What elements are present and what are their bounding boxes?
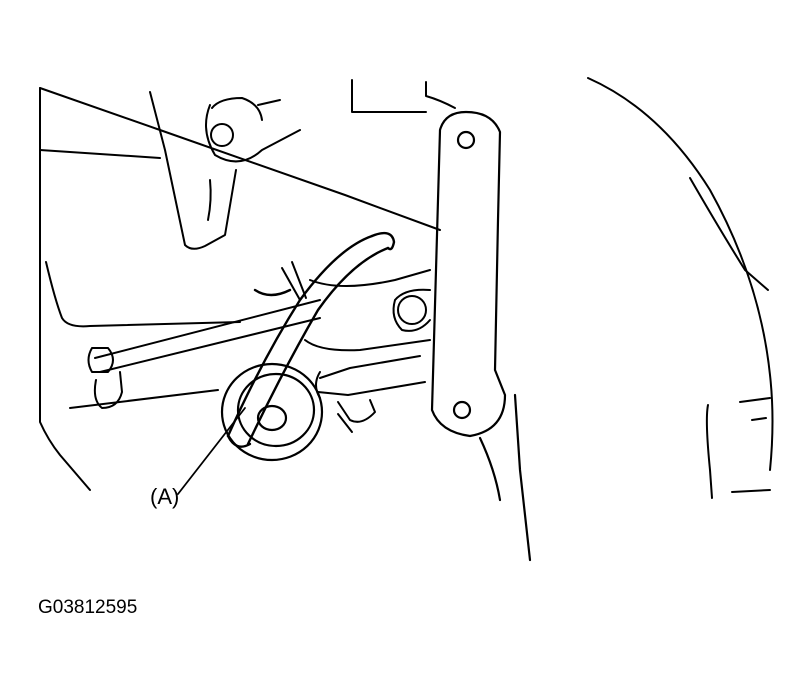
hose-a <box>228 233 394 447</box>
callout-a-label: (A) <box>150 484 180 509</box>
hose-fitting <box>258 406 286 430</box>
callout-a-leader <box>178 408 245 494</box>
fender-curves <box>588 78 773 498</box>
actuator-diaphragm <box>222 364 322 460</box>
figure-code: G03812595 <box>38 597 138 618</box>
center-bolt <box>398 296 426 324</box>
upper-bracket-hole <box>211 124 233 146</box>
link-plate-lower-hole <box>454 402 470 418</box>
upper-bracket <box>150 92 300 249</box>
left-linkage-rod <box>89 262 321 408</box>
link-plate-upper-hole <box>458 132 474 148</box>
center-bracket <box>305 270 430 432</box>
left-body-panel <box>40 88 440 490</box>
link-plate <box>432 112 530 560</box>
top-bracket <box>352 80 455 112</box>
